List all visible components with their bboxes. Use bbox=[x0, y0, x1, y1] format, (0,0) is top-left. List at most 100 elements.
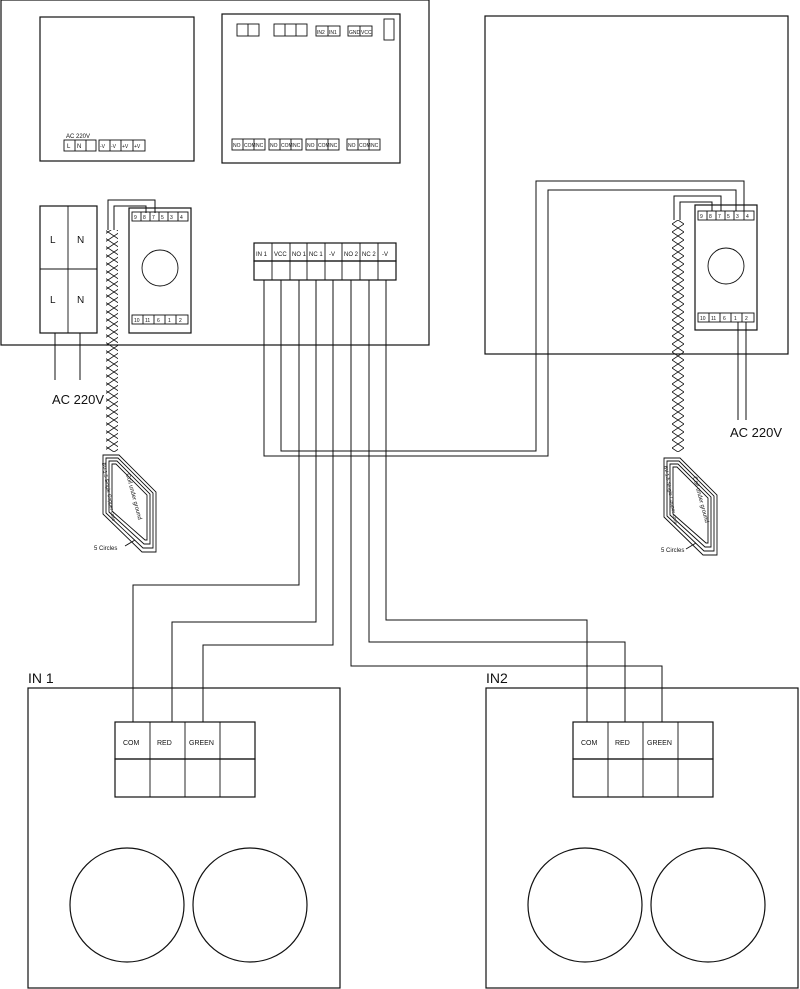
detector-pin: 11 bbox=[711, 316, 716, 322]
terminal-minus-v: -V bbox=[382, 252, 388, 258]
detector-pin: 5 bbox=[161, 215, 164, 221]
power-ac-label: AC 220V bbox=[66, 134, 90, 140]
twisted-pair-right bbox=[672, 195, 722, 452]
relay-nc: NC bbox=[256, 143, 264, 149]
relay-nc: NC bbox=[330, 143, 338, 149]
signal-wires bbox=[132, 180, 745, 722]
twisted-pair-left bbox=[106, 199, 156, 452]
lamp-green bbox=[650, 847, 766, 963]
power-terminal-l: L bbox=[67, 144, 71, 150]
lamp-green bbox=[192, 847, 308, 963]
power-terminal-n: N bbox=[77, 144, 81, 150]
detector-pin: 6 bbox=[723, 316, 726, 322]
detector-pin: 8 bbox=[143, 215, 146, 221]
detector-pin: 5 bbox=[727, 214, 730, 220]
detector-pin: 9 bbox=[134, 215, 137, 221]
terminal-minus-v: -V bbox=[329, 252, 335, 258]
ground-coil-right: Coil under ground BV-1.5 Single Copper c… bbox=[661, 457, 718, 556]
relay-com: COM bbox=[281, 143, 293, 149]
loop-detector-left: 9 8 7 5 3 4 10 11 6 1 2 bbox=[128, 207, 192, 334]
terminal-com: COM bbox=[123, 740, 140, 747]
relay-group-1: NO COM NC bbox=[231, 138, 266, 151]
control-board: IN2 IN1 GND VCC NO COM NC NO COM bbox=[221, 13, 401, 164]
detector-pin: 9 bbox=[700, 214, 703, 220]
relay-no: NO bbox=[307, 143, 315, 149]
ground-coil-left: Coil under ground BV-1.5 Single Copper c… bbox=[94, 454, 157, 553]
right-unit: 9 8 7 5 3 4 10 11 6 1 2 AC 220V bbox=[484, 15, 789, 440]
coil-label: Coil under ground bbox=[691, 476, 709, 524]
terminal-red: RED bbox=[615, 740, 630, 747]
terminal-green: GREEN bbox=[189, 740, 214, 747]
traffic-light-in1: IN 1 COM RED GREEN bbox=[27, 670, 341, 989]
detector-pin: 8 bbox=[709, 214, 712, 220]
detector-knob bbox=[707, 247, 745, 285]
relay-com: COM bbox=[318, 143, 330, 149]
terminal-no2: NO 2 bbox=[344, 252, 359, 258]
detector-pin: 4 bbox=[746, 214, 749, 220]
detector-pin: 7 bbox=[718, 214, 721, 220]
terminal-com: COM bbox=[581, 740, 598, 747]
terminal-nc1: NC 1 bbox=[309, 252, 323, 258]
relay-no: NO bbox=[270, 143, 278, 149]
coil-cable-label: BV-1.5 Single Copper core bbox=[100, 462, 116, 522]
detector-pin: 10 bbox=[134, 318, 140, 324]
relay-com: COM bbox=[244, 143, 256, 149]
terminal-no1: NO 1 bbox=[292, 252, 307, 258]
terminal-green: GREEN bbox=[647, 740, 672, 747]
detector-pin: 3 bbox=[736, 214, 739, 220]
relay-nc: NC bbox=[293, 143, 301, 149]
terminal-in1: IN 1 bbox=[256, 252, 268, 258]
terminal-vcc: VCC bbox=[274, 252, 287, 258]
relay-group-4: NO COM NC bbox=[346, 138, 381, 151]
light-enclosure bbox=[485, 687, 799, 989]
main-controller-enclosure bbox=[0, 0, 430, 346]
light-title: IN 1 bbox=[28, 670, 54, 686]
detector-knob bbox=[141, 249, 179, 287]
light-title: IN2 bbox=[486, 670, 508, 686]
detector-pin: 3 bbox=[170, 215, 173, 221]
detector-pin: 10 bbox=[700, 316, 706, 322]
right-unit-enclosure bbox=[484, 15, 789, 355]
circuit-breaker: L N L N bbox=[39, 205, 98, 334]
control-board-body bbox=[221, 13, 401, 164]
breaker-n-top: N bbox=[77, 235, 84, 246]
power-supply-panel: AC 220V L N -V -V +V +V bbox=[39, 16, 195, 162]
detector-pin: 2 bbox=[745, 316, 748, 322]
relay-group-2: NO COM NC bbox=[268, 138, 303, 151]
relay-group-3: NO COM NC bbox=[305, 138, 340, 151]
breaker-l-top: L bbox=[50, 235, 56, 246]
detector-pin: 11 bbox=[145, 318, 150, 324]
coil-circles-label: 5 Circles bbox=[661, 548, 684, 554]
power-supply-body bbox=[39, 16, 195, 162]
lamp-red bbox=[69, 847, 185, 963]
detector-pin: 7 bbox=[152, 215, 155, 221]
relay-no: NO bbox=[233, 143, 241, 149]
loop-detector-right: 9 8 7 5 3 4 10 11 6 1 2 bbox=[694, 204, 758, 331]
power-terminal-plus-v: +V bbox=[122, 144, 129, 150]
terminal-nc2: NC 2 bbox=[362, 252, 376, 258]
lamp-red bbox=[527, 847, 643, 963]
ac-220v-label: AC 220V bbox=[52, 392, 104, 407]
breaker-n-bottom: N bbox=[77, 295, 84, 306]
ac-220v-label-right: AC 220V bbox=[730, 425, 782, 440]
detector-pin: 4 bbox=[180, 215, 183, 221]
detector-pin: 1 bbox=[734, 316, 737, 322]
power-terminal-minus-v: -V bbox=[111, 144, 117, 150]
board-terminal-gnd: GND bbox=[349, 30, 361, 36]
light-enclosure bbox=[27, 687, 341, 989]
breaker-body bbox=[39, 205, 98, 334]
relay-nc: NC bbox=[371, 143, 379, 149]
coil-cable-label: BV-1.5 Single Copper core bbox=[662, 465, 678, 525]
power-terminal-minus-v: -V bbox=[100, 144, 106, 150]
detector-pin: 2 bbox=[179, 318, 182, 324]
board-terminal-vcc: VCC bbox=[361, 30, 372, 36]
terminal-red: RED bbox=[157, 740, 172, 747]
detector-body bbox=[128, 207, 192, 334]
detector-pin: 1 bbox=[168, 318, 171, 324]
breaker-l-bottom: L bbox=[50, 295, 56, 306]
main-controller: AC 220V L N -V -V +V +V IN2 bbox=[0, 0, 430, 346]
ac-feed-left: AC 220V bbox=[52, 333, 104, 407]
relay-no: NO bbox=[348, 143, 356, 149]
output-terminal-strip: IN 1 VCC NO 1 NC 1 -V NO 2 NC 2 -V bbox=[253, 242, 397, 281]
detector-body bbox=[694, 204, 758, 331]
